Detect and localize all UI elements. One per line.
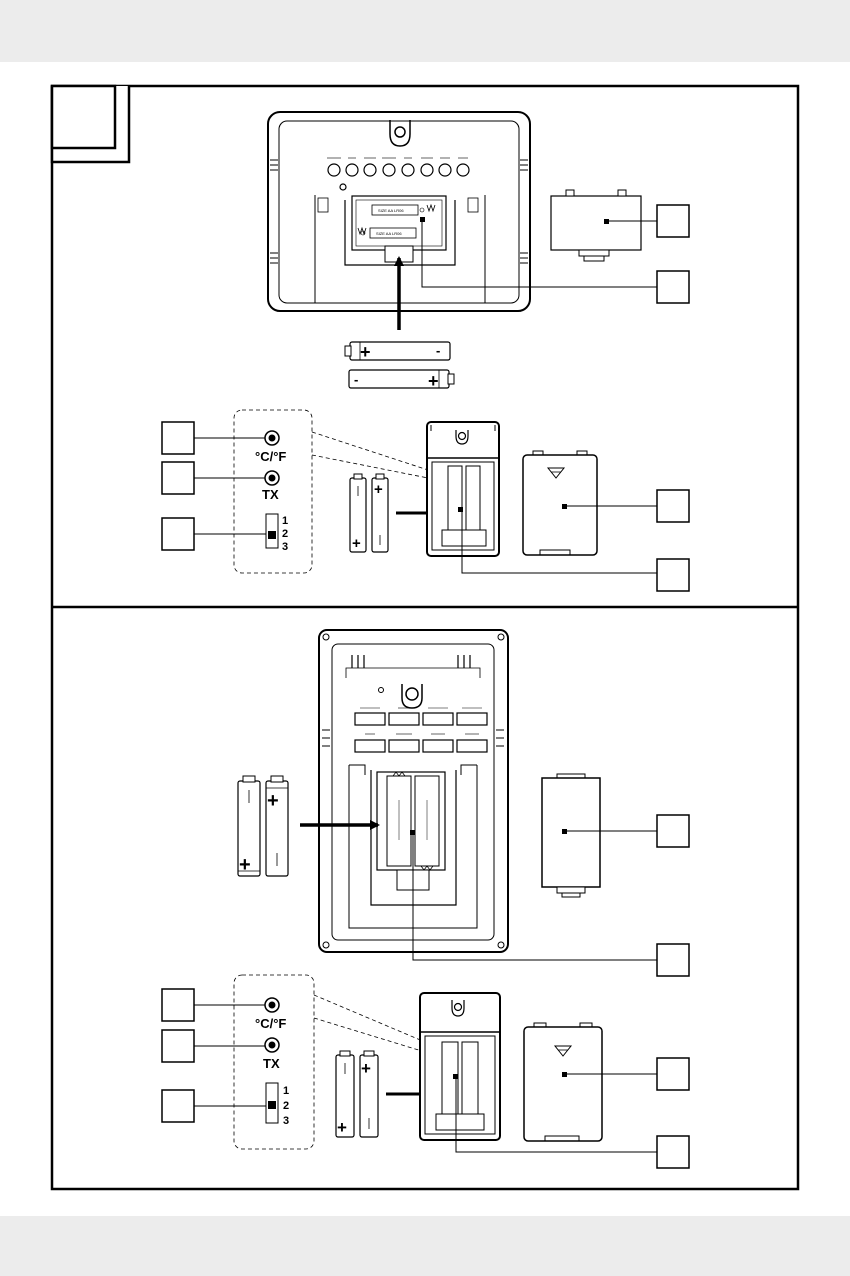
figure-number-tab — [50, 84, 131, 164]
callout-box-temp-unit-top — [161, 421, 195, 455]
battery-plus-vm1: + — [239, 854, 251, 876]
base-battery-cover — [550, 189, 642, 262]
battery-minus-1: - — [436, 343, 440, 358]
base-station-buttons — [327, 163, 470, 191]
callout-box-base-compartment — [656, 270, 690, 304]
sensor-switch-detail-top: °C/°F TX 1 2 3 — [233, 409, 429, 574]
callout-box-sensor-compartment-bottom — [656, 1135, 690, 1169]
label-channel-3-top: 3 — [282, 541, 288, 553]
aa-battery-vertical-mid-2: + — [265, 775, 289, 877]
callout-box-sensor-cover-bottom — [656, 1057, 690, 1091]
callout-box-portrait-cover — [656, 814, 690, 848]
portrait-battery-cover — [541, 773, 601, 898]
aa-battery-vertical-bottom-2: + — [359, 1050, 379, 1138]
top-margin-band — [0, 0, 850, 62]
callout-box-sensor-compartment-top — [656, 558, 690, 592]
callout-box-portrait-compartment — [656, 943, 690, 977]
battery-plus-1: + — [360, 342, 371, 362]
callout-line-base-compartment — [421, 222, 657, 288]
aa-battery-vertical-bottom-1: + — [335, 1050, 355, 1138]
label-tx-top: TX — [262, 487, 279, 502]
callout-line-sensor-compartment-bottom — [455, 1077, 657, 1153]
label-temp-unit-top: °C/°F — [255, 449, 286, 464]
callout-box-channel-top — [161, 517, 195, 551]
callout-box-sensor-cover-top — [656, 489, 690, 523]
aa-battery-vertical-top-1: + — [349, 473, 367, 553]
bottom-margin-band — [0, 1216, 850, 1276]
battery-minus-2: - — [354, 372, 358, 387]
callout-line-sensor-compartment-top — [461, 510, 657, 574]
battery-plus-vt2: + — [374, 481, 383, 498]
label-channel-2-top: 2 — [282, 528, 288, 540]
sensor-unit-top — [426, 421, 500, 557]
portrait-buttons — [354, 712, 488, 753]
battery-plus-vm2: + — [267, 790, 279, 812]
callout-box-temp-unit-bottom — [161, 988, 195, 1022]
label-channel-3-bottom: 3 — [283, 1115, 289, 1127]
label-channel-1-bottom: 1 — [283, 1085, 289, 1097]
battery-label-lower: SIZE AA LR06 — [376, 231, 402, 236]
callout-line-portrait-compartment — [412, 833, 657, 961]
aa-battery-horizontal-1: + - — [344, 341, 451, 362]
label-channel-2-bottom: 2 — [283, 1100, 289, 1112]
battery-plus-vb1: + — [337, 1118, 347, 1137]
sensor-cover-bottom — [523, 1022, 603, 1142]
callout-box-channel-bottom — [161, 1089, 195, 1123]
outer-frame — [50, 84, 800, 1191]
battery-plus-vb2: + — [361, 1059, 371, 1078]
callout-box-tx-top — [161, 461, 195, 495]
label-tx-bottom: TX — [263, 1056, 280, 1071]
aa-battery-vertical-top-2: + — [371, 473, 389, 553]
battery-label-upper: SIZE AA LR06 — [378, 208, 404, 213]
callout-box-tx-bottom — [161, 1029, 195, 1063]
battery-plus-2: + — [428, 371, 439, 391]
aa-battery-vertical-mid-1: + — [237, 775, 261, 877]
battery-plus-vt1: + — [352, 535, 361, 552]
sensor-unit-bottom — [419, 992, 501, 1141]
label-channel-1-top: 1 — [282, 515, 288, 527]
callout-box-base-cover — [656, 204, 690, 238]
base-station-portrait-rear-view — [318, 629, 509, 953]
sensor-switch-detail-bottom: °C/°F TX 1 2 3 — [233, 974, 426, 1150]
label-temp-unit-bottom: °C/°F — [255, 1016, 286, 1031]
sensor-cover-top — [522, 450, 598, 556]
aa-battery-horizontal-2: - + — [348, 369, 455, 391]
